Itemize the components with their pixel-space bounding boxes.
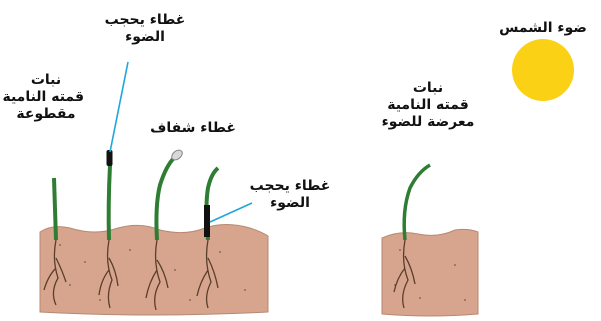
label-transparent-cover: غطاء شفاف <box>148 120 238 137</box>
label-line-1: غطاء يحجب <box>95 12 195 29</box>
soil-block-left <box>40 225 268 316</box>
label-sun-text: ضوء الشمس <box>490 20 596 37</box>
label-line-1: غطاء شفاف <box>148 120 238 137</box>
opaque-band <box>204 205 210 237</box>
label-line-1: غطاء يحجب <box>240 178 340 195</box>
label-line-3: مقطوعة <box>8 106 84 123</box>
label-line-1: نبات <box>8 72 84 89</box>
soil-block-right <box>382 229 478 316</box>
label-line-2: الضوء <box>240 195 340 212</box>
opaque-cap <box>107 150 113 166</box>
label-line-3: معرضة للضوء <box>368 114 488 131</box>
label-line-2: قمته النامية <box>368 97 488 114</box>
sun <box>512 39 574 101</box>
label-line-1: نبات <box>368 80 488 97</box>
label-light-exposed-plant: نبات قمته النامية معرضة للضوء <box>368 80 488 131</box>
label-line-2: قمته النامية <box>8 89 84 106</box>
label-cut-tip-plant: نبات قمته النامية مقطوعة <box>8 72 84 123</box>
label-sun: ضوء الشمس <box>490 20 596 37</box>
label-opaque-cover-tip: غطاء يحجب الضوء <box>95 12 195 46</box>
leader-line-tip-cover <box>110 62 128 152</box>
label-line-2: الضوء <box>95 29 195 46</box>
label-opaque-cover-base: غطاء يحجب الضوء <box>240 178 340 212</box>
